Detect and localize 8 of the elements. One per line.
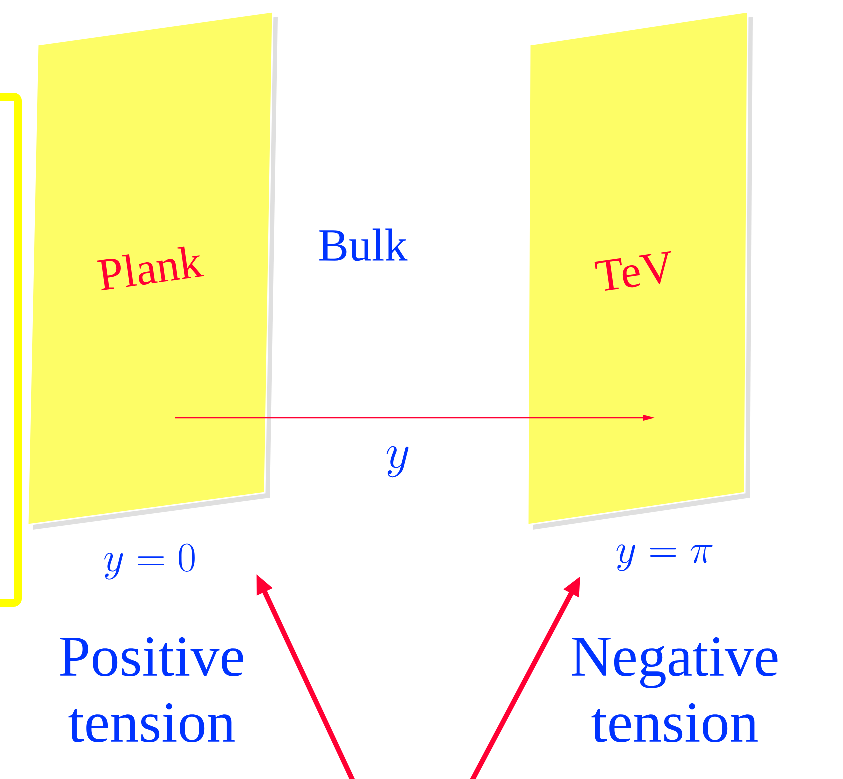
brane-panel: TeV [527, 11, 753, 530]
edge-label: $y$ [382, 444, 414, 480]
annotation-text: Negative tension [572, 638, 778, 742]
region-label: Bulk [320, 228, 408, 262]
annotation-text: Positive tension [60, 638, 244, 742]
brane-panel: Plank [27, 11, 278, 530]
position-formula: $y = 0$ [104, 544, 195, 580]
position-formula: $y = \pi$ [616, 544, 713, 572]
